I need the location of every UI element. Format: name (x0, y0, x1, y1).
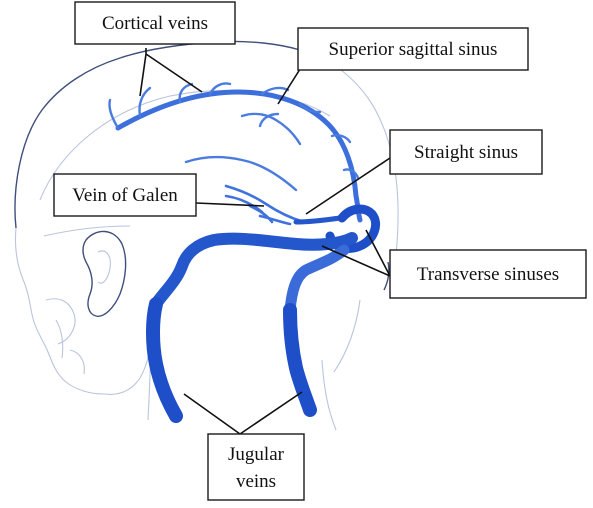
ear-outline (82, 230, 127, 317)
leader-lines (139, 48, 391, 435)
leader-vein-of-galen (195, 202, 265, 207)
leader-cortical-veins (139, 48, 203, 97)
jugular-vein-left (146, 297, 183, 423)
transverse-sinus-left (150, 232, 358, 310)
label-superior-sagittal-sinus: Superior sagittal sinus (297, 27, 529, 71)
label-cortical-veins-text: Cortical veins (102, 13, 208, 34)
cortical-veins (108, 82, 360, 192)
label-jugular-veins: Jugular veins (207, 433, 305, 501)
label-jugular-veins-line2: veins (236, 471, 276, 492)
superior-sagittal-sinus (115, 89, 363, 223)
transverse-sinus-right (284, 244, 350, 316)
head-sketch (14, 40, 399, 431)
scalp-outline (14, 40, 301, 229)
leader-superior-sagittal-sinus (277, 65, 303, 105)
label-vein-of-galen: Vein of Galen (53, 173, 197, 217)
leader-jugular-veins (183, 391, 303, 435)
label-transverse-sinuses-text: Transverse sinuses (417, 264, 559, 285)
label-straight-sinus: Straight sinus (389, 129, 543, 175)
venous-system (108, 82, 380, 423)
label-transverse-sinuses: Transverse sinuses (389, 249, 587, 299)
straight-sinus (293, 215, 343, 225)
leader-transverse-sinuses (321, 229, 391, 277)
label-cortical-veins: Cortical veins (74, 1, 236, 45)
jugular-vein-right (283, 303, 317, 417)
label-jugular-veins-line1: Jugular (228, 444, 285, 465)
label-vein-of-galen-text: Vein of Galen (72, 185, 178, 206)
label-superior-sagittal-sinus-text: Superior sagittal sinus (329, 39, 498, 60)
leader-straight-sinus (305, 157, 391, 215)
vein-of-galen-vessels (224, 184, 306, 226)
label-straight-sinus-text: Straight sinus (414, 142, 518, 163)
